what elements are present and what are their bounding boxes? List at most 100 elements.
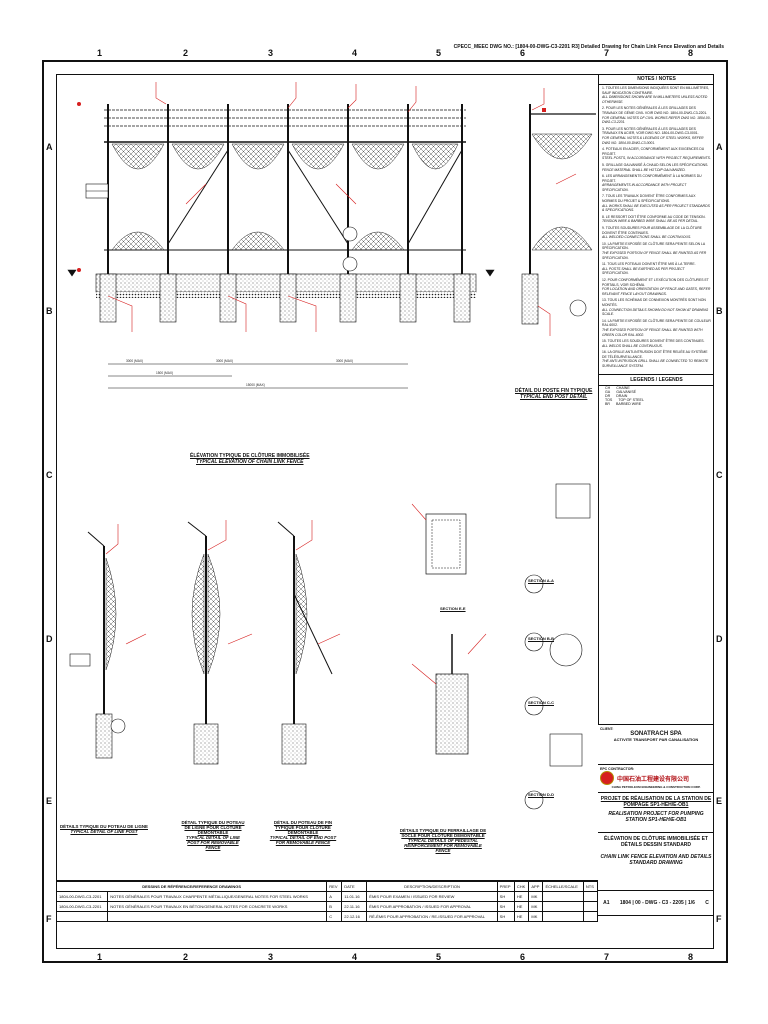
notes-list: 1. Toutes les dimensions indiquées sont … — [599, 85, 714, 370]
note-item: 14. La partie exposée de clôture sera pe… — [599, 318, 714, 338]
section-label: SECTION D-D — [528, 792, 554, 797]
note-item: 4. Poteaux en acier, conformément aux ex… — [599, 146, 714, 162]
caption-fr: DÉTAIL DU POTEAU DE FIN TYPIQUE POUR CLÔ… — [273, 820, 333, 835]
date-cell: 22.11.16 — [341, 901, 368, 912]
caption-en: TYPICAL DETAIL OF LINE POST — [70, 829, 138, 834]
note-fr: 2. Pour les notes générales à les grilla… — [602, 106, 708, 115]
caption-en: TYPICAL ELEVATION OF CHAIN LINK FENCE — [196, 459, 304, 465]
note-en: The exposed portion of fence shall be pa… — [602, 251, 707, 260]
note-en: All welded connections shall be continuo… — [602, 235, 692, 240]
grid-col: 4 — [352, 952, 358, 962]
drawing-number-box: A1 1804 | 00 - DWG - C3 - 2205 | 1/6 C — [598, 890, 714, 916]
note-item: 15. Toutes les soudures doivent être des… — [599, 338, 714, 349]
legend-label: TOP OF STEEL — [618, 397, 644, 402]
client-box: CLIENT: SONATRACH SPA ACTIVITE TRANSPORT… — [598, 724, 714, 764]
note-item: 12. Pour conformément et l'exécution des… — [599, 277, 714, 297]
desc-cell: ÉMIS POUR APPROBATION / ISSUED FOR APPRO… — [366, 901, 498, 912]
note-en: For general notes & legends of steel wor… — [602, 135, 704, 145]
grid-col: 4 — [352, 48, 358, 58]
dim-label: 1500 (MAX) — [156, 371, 173, 375]
grid-col: 3 — [268, 952, 274, 962]
grid-col: 3 — [268, 48, 274, 58]
contractor-box: EPC CONTRACTOR: 中国石油工程建设有限公司 CHINA PETRO… — [598, 764, 714, 792]
caption-line-post: DÉTAILS TYPIQUE DU POTEAU DE LIGNE TYPIC… — [60, 824, 148, 834]
caption-fr: DÉTAILS TYPIQUE DU POTEAU DE LIGNE — [60, 824, 148, 829]
title-box: ÉLÉVATION DE CLÔTURE IMMOBILISÉE ET DÉTA… — [598, 832, 714, 890]
note-item: 6. Les arrangements conformément à la no… — [599, 173, 714, 193]
grid-row: D — [716, 634, 723, 644]
date-cell: 11.01.16 — [341, 891, 368, 902]
note-en: The anti-intrusion grill shall be connec… — [602, 359, 709, 369]
note-en: All connection details shown do not show… — [602, 307, 709, 317]
note-item: 7. Tous les travaux doivent être conform… — [599, 193, 714, 213]
caption-en: TYPICAL END POST DETAIL — [520, 394, 588, 400]
note-item: 10. La partie exposée de clôture sera pe… — [599, 241, 714, 261]
dim-label: 3000 (MAX) — [216, 359, 233, 363]
note-item: 8. Le ressort doit être conforme au code… — [599, 214, 714, 225]
ref-desc: NOTES GÉNÉRALES POUR TRAVAUX CHARPENTE M… — [107, 891, 328, 902]
note-en: All works shall be executed as per proje… — [602, 203, 710, 213]
note-fr: 6. Les arrangements conformément à la no… — [602, 174, 702, 183]
grid-row: B — [716, 306, 723, 316]
note-item: 11. Tous les poteaux doivent être mis à … — [599, 261, 714, 277]
note-fr: 11. Tous les poteaux doivent être mis à … — [602, 262, 696, 267]
rev-cell: B — [326, 901, 343, 912]
note-en: Tension wire & barbed wire shall be as p… — [602, 219, 699, 224]
note-en: Steel posts, in accordance with project … — [602, 156, 711, 161]
app-cell: MK — [528, 891, 544, 902]
main-elevation: 3000 (MAX) 3000 (MAX) 3000 (MAX) 1500 (M… — [67, 82, 495, 389]
ref-no: 1804-00-DWG-C3-2201 — [55, 891, 109, 902]
grid-row: F — [716, 914, 722, 924]
note-fr: 4. Poteaux en acier, conformément aux ex… — [602, 147, 705, 156]
note-item: 3. Pour les notes générales à les grilla… — [599, 126, 714, 146]
note-fr: 8. Le ressort doit être conforme au code… — [602, 214, 706, 219]
client-label: CLIENT: — [600, 727, 614, 731]
reference-title: DESSINS DE RÉFÉRENCE/REFERENCE DRAWINGS — [55, 881, 328, 892]
note-fr: 9. Toutes soudures pour assemblage de la… — [602, 226, 702, 235]
legend-label: GALVANISÉ — [616, 389, 637, 394]
title-block: CLIENT: SONATRACH SPA ACTIVITE TRANSPORT… — [598, 724, 714, 949]
caption-fr: DÉTAIL DU POSTE FIN TYPIQUE — [515, 388, 593, 394]
project-box: PROJET DE RÉALISATION DE LA STATION DE P… — [598, 792, 714, 832]
note-item: 13. Tous les schémas de connexion montré… — [599, 297, 714, 317]
legend-code: DR — [605, 393, 611, 398]
note-item: 16. La grille anti-intrusion doit être r… — [599, 349, 714, 369]
note-fr: 13. Tous les schémas de connexion montré… — [602, 298, 706, 307]
end-post-detail — [521, 88, 596, 336]
contractor-label: EPC CONTRACTOR: — [600, 767, 635, 771]
client-division: ACTIVITE TRANSPORT PAR CANALISATION — [613, 737, 699, 742]
grid-row: F — [46, 914, 52, 924]
note-fr: 10. La partie exposée de clôture sera pe… — [602, 241, 705, 251]
grid-col: 7 — [604, 952, 610, 962]
desc-header: DESCRIPTION/DESCRIPTION — [366, 881, 498, 892]
note-fr: 3. Pour les notes générales à les grilla… — [602, 126, 699, 136]
grid-col: 2 — [183, 952, 189, 962]
drawing-number: 1804 | 00 - DWG - C3 - 2205 | 1/6 — [619, 900, 695, 906]
legend-label: BARBED WIRE — [616, 401, 642, 406]
grid-row: C — [46, 470, 53, 480]
note-item: 1. Toutes les dimensions indiquées sont … — [599, 85, 714, 105]
scale-value: NTS — [582, 881, 599, 892]
desc-cell: ÉMIS POUR EXAMEN / ISSUED FOR REVIEW — [366, 891, 498, 902]
outer-frame — [42, 60, 728, 963]
revision-strip: DESSINS DE RÉFÉRENCE/REFERENCE DRAWINGS … — [55, 880, 599, 950]
note-en: The exposed portion of fence shall be pa… — [602, 327, 703, 337]
rev-cell: A — [326, 891, 343, 902]
grid-row: A — [716, 142, 723, 152]
app-cell: MK — [528, 901, 544, 912]
note-en: For location and orientation of fence an… — [602, 287, 711, 296]
chk-cell: HE — [513, 901, 530, 912]
reference-table: DESSINS DE RÉFÉRENCE/REFERENCE DRAWINGS … — [55, 881, 599, 922]
note-item: 9. Toutes soudures pour assemblage de la… — [599, 225, 714, 241]
legend-label: CHAÎNE — [616, 385, 630, 390]
note-fr: 15. Toutes les soudures doivent être des… — [602, 339, 705, 344]
contractor-en: CHINA PETROLEUM ENGINEERING & CONSTRUCTI… — [611, 785, 701, 789]
grid-row: C — [716, 470, 723, 480]
chk-cell: HE — [513, 911, 530, 922]
contractor-cn: 中国石油工程建设有限公司 — [617, 776, 690, 783]
bottom-details — [69, 483, 591, 810]
